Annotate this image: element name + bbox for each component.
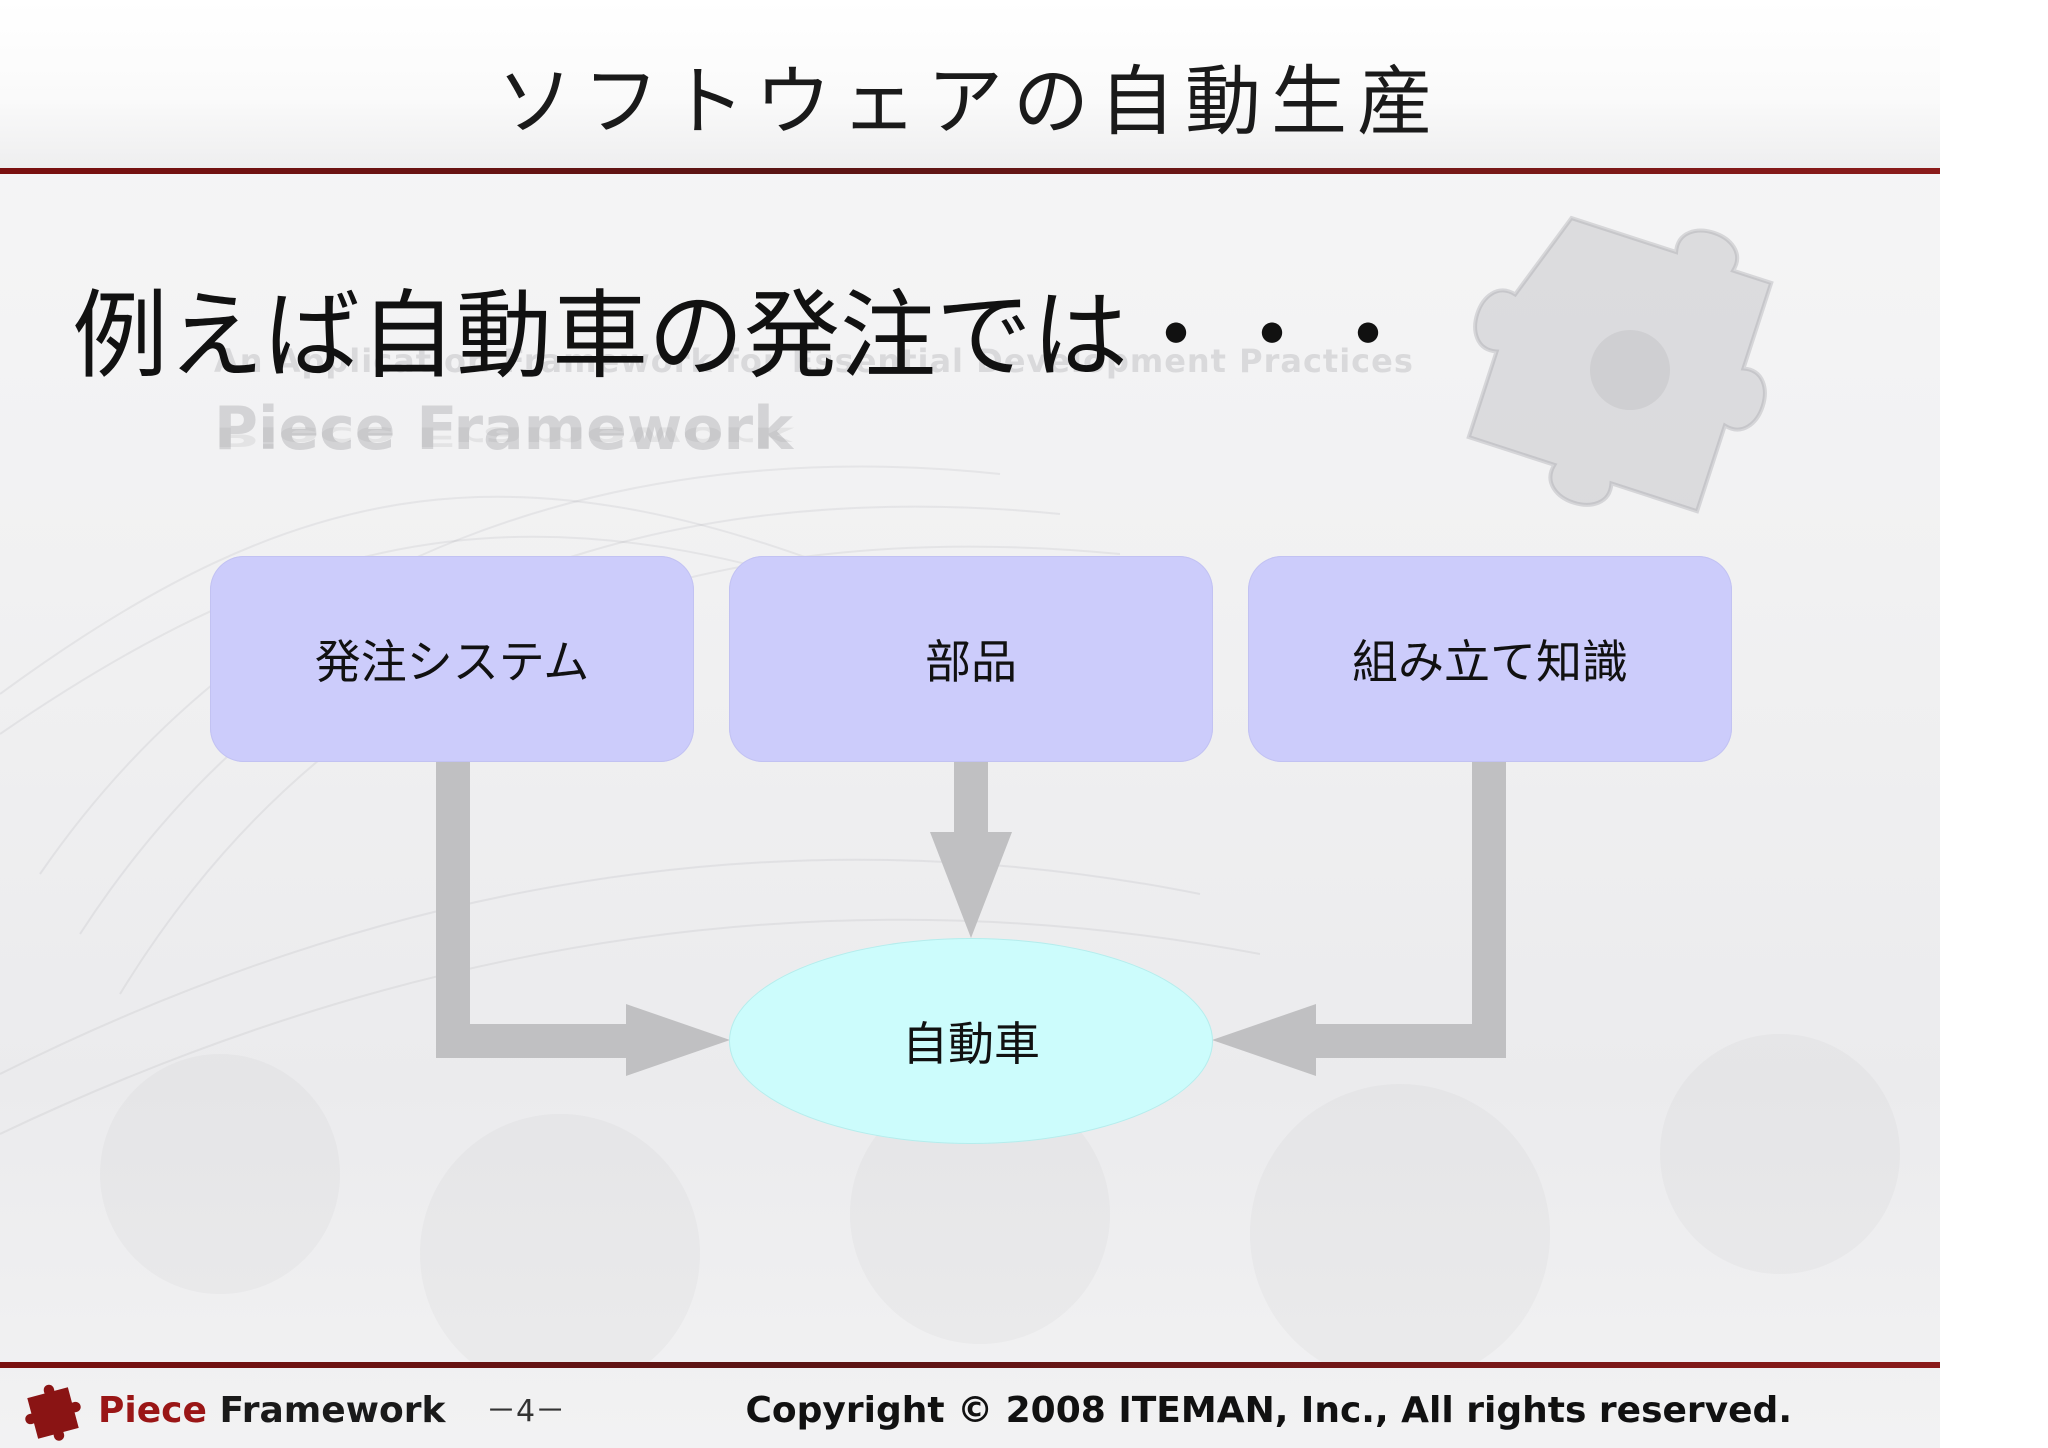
watermark-title: Piece Framework xyxy=(214,394,793,464)
footer-brand-piece: Piece xyxy=(98,1390,207,1431)
slide: ソフトウェアの自動生産 An Application Framework for… xyxy=(0,0,1940,1448)
arrow-left-connector xyxy=(436,762,730,1076)
page-number: －4－ xyxy=(486,1394,566,1429)
footer-brand-framework: Framework xyxy=(206,1390,446,1431)
input-box-ordering-system: 発注システム xyxy=(210,556,694,762)
title-divider xyxy=(0,168,1940,174)
watermark-tagline: An Application Framework for Essential D… xyxy=(214,342,1414,380)
puzzle-logo-icon xyxy=(25,1384,81,1441)
input-box-parts: 部品 xyxy=(729,556,1213,762)
slide-title: ソフトウェアの自動生産 xyxy=(497,57,1443,146)
output-ellipse-car: 自動車 xyxy=(729,938,1213,1144)
arrow-group xyxy=(436,762,1506,1076)
arrow-center-connector xyxy=(930,762,1012,938)
flow-arrows xyxy=(436,762,1506,1076)
title-bar: ソフトウェアの自動生産 xyxy=(0,0,1940,168)
puzzle-piece-watermark-icon xyxy=(1466,215,1774,514)
arrow-right-connector xyxy=(1212,762,1506,1076)
right-margin xyxy=(1940,0,2048,1448)
footer-brand: Piece Framework xyxy=(98,1390,445,1431)
copyright-notice: Copyright © 2008 ITEMAN, Inc., All right… xyxy=(745,1390,1792,1431)
slide-heading: 例えば自動車の発注では・・・ xyxy=(72,280,1416,392)
input-box-assembly-knowledge: 組み立て知識 xyxy=(1248,556,1732,762)
footer-divider xyxy=(0,1362,1940,1368)
background-decoration xyxy=(0,465,1900,1362)
